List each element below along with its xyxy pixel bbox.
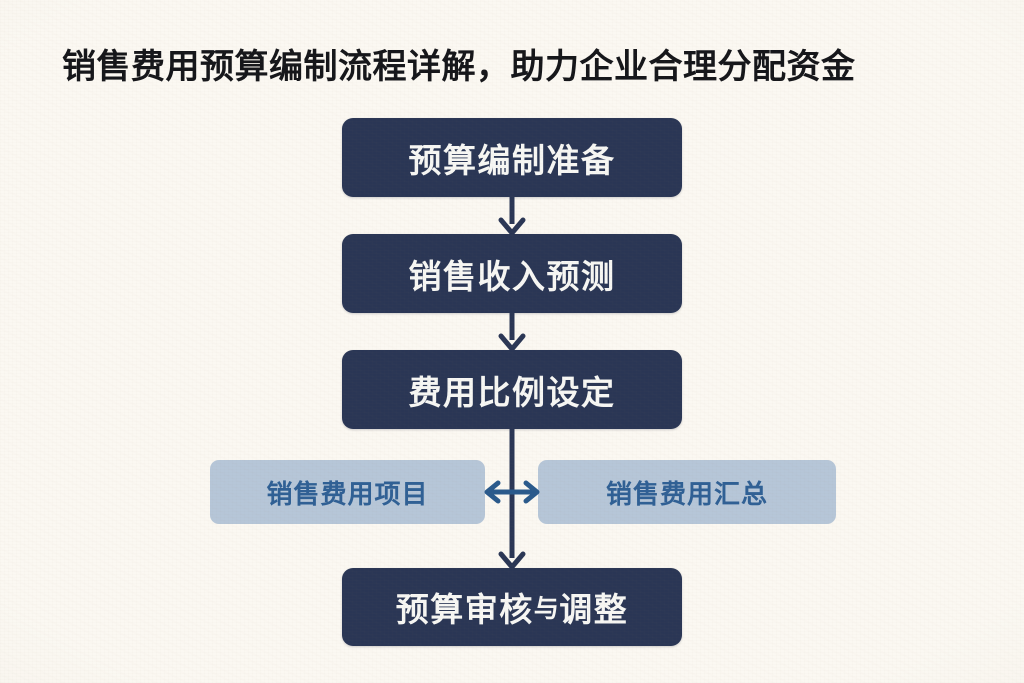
- flow-node-review-adjust-label-main: 预算审核: [395, 591, 534, 628]
- flow-node-review-adjust-label-tail: 调整: [559, 591, 629, 628]
- flow-node-expense-summary[interactable]: 销售费用汇总: [538, 460, 836, 524]
- connector-pair-row-to-review: [494, 498, 530, 570]
- connector-items-summary-bidirectional: [483, 476, 541, 508]
- connector-ratio-to-pair-row: [494, 428, 530, 498]
- flow-node-forecast[interactable]: 销售收入预测: [342, 234, 682, 313]
- flow-node-ratio-label: 费用比例设定: [408, 373, 616, 411]
- flow-node-expense-items-label: 销售费用项目: [266, 478, 429, 509]
- connector-forecast-to-ratio: [494, 312, 530, 352]
- flow-node-ratio[interactable]: 费用比例设定: [342, 350, 682, 429]
- flow-node-forecast-label: 销售收入预测: [408, 257, 616, 295]
- connector-prepare-to-forecast: [494, 196, 530, 236]
- page-title: 销售费用预算编制流程详解，助力企业合理分配资金: [62, 47, 856, 86]
- flow-node-expense-items[interactable]: 销售费用项目: [210, 460, 485, 524]
- flow-node-prepare[interactable]: 预算编制准备: [342, 118, 682, 197]
- flow-node-review-adjust-label-conjunction: 与: [533, 595, 560, 623]
- flow-node-prepare-label: 预算编制准备: [408, 141, 616, 179]
- flow-node-review-adjust[interactable]: 预算审核与调整: [342, 568, 682, 646]
- flow-node-expense-summary-label: 销售费用汇总: [605, 478, 768, 509]
